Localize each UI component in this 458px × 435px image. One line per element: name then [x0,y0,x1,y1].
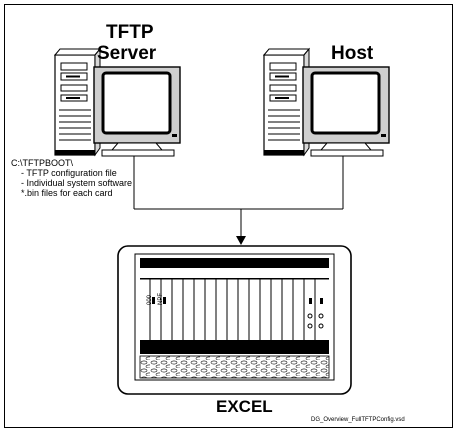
note-system-software: - Individual system software [21,178,133,188]
diagram-frame [4,4,453,428]
host-monitor [302,66,390,157]
tftp-server-label-line1: TFTP [106,22,154,43]
slot-mark-2: NPF [158,293,164,305]
excel-label: EXCEL [216,397,273,416]
card-slots [149,279,324,340]
tftp-server-tower [53,47,102,157]
slot-mark-1: 000 [147,294,153,305]
tftpboot-path: C:\TFTPBOOT\ [11,158,73,168]
arrow-down-icon [236,236,246,245]
host-tower [262,47,311,157]
note-bin-files: *.bin files for each card [21,188,113,198]
network-connector [133,156,344,245]
host-label: Host [331,43,374,64]
excel-chassis [117,245,352,395]
file-name: DG_Overview_FullTFTPConfig.vsd [311,417,405,423]
host-computer [262,47,390,157]
note-config-file: - TFTP configuration file [21,168,117,178]
vent-grille [139,355,330,379]
tftp-server-computer [53,47,181,157]
tftp-server-monitor [93,66,181,157]
tftp-server-label-line2: Server [97,43,157,64]
